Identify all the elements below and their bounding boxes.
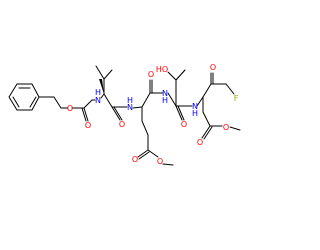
o-asp-ester-carbonyl: O <box>197 138 203 147</box>
o-asp-ester-ether: O <box>223 123 229 132</box>
o-ketone: O <box>210 63 216 72</box>
h-glu-amide: H <box>127 96 133 105</box>
n-asp-amide: N <box>192 102 198 111</box>
atom-labels: O O N H O N H O O O N H HO O N H O F O O <box>67 63 239 166</box>
hash-bond <box>175 69 186 81</box>
o-glu-carbonyl: O <box>148 70 154 79</box>
h-carbamate: H <box>95 88 101 97</box>
o-thr-carbonyl: O <box>181 120 187 129</box>
n-glu-amide: N <box>127 103 133 112</box>
f-fluoro: F <box>234 94 239 103</box>
o-carbamate-ether: O <box>67 104 73 113</box>
stereo-bonds <box>99 69 186 94</box>
h-asp-amide: H <box>192 109 198 118</box>
o-glu-ester-ether: O <box>157 157 163 166</box>
wedge-bond <box>99 79 104 94</box>
n-thr-amide: N <box>162 89 168 98</box>
n-carbamate: N <box>95 96 101 105</box>
o-glu-ester-carbonyl: O <box>132 155 138 164</box>
o-ile-carbonyl: O <box>119 120 125 129</box>
o-thr-hydroxyl: HO <box>156 65 168 74</box>
o-carbamate-carbonyl: O <box>85 121 91 130</box>
h-thr-amide: H <box>162 96 168 105</box>
chemical-structure: O O N H O N H O O O N H HO O N H O F O O <box>8 63 241 166</box>
bond-lines <box>8 65 241 166</box>
